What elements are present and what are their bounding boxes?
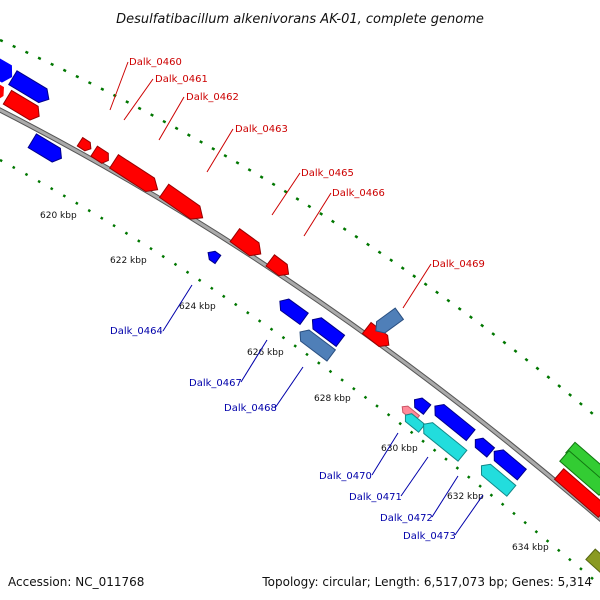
gene-arrow-dalk-0465 (229, 228, 262, 257)
kbp-labels: 620 kbp 622 kbp 624 kbp 626 kbp 628 kbp … (40, 211, 549, 553)
gene-arrow-blue-reverse-c (434, 403, 476, 442)
genome-backbone (0, 107, 600, 523)
gene-label-dalk-0460: Dalk_0460 (129, 57, 182, 68)
gene-arrow-dalk-0464 (207, 250, 222, 265)
gene-label-dalk-0462: Dalk_0462 (186, 92, 239, 103)
gene-arrow-blue-reverse-e (493, 449, 527, 481)
gene-label-dalk-0468: Dalk_0468 (224, 403, 277, 414)
gene-label-dalk-0471: Dalk_0471 (349, 492, 402, 503)
tick-label-620: 620 kbp (40, 211, 77, 221)
gene-arrow-blue-3 (27, 133, 62, 163)
gene-arrow-blue-1 (0, 56, 13, 83)
genome-summary-text: Topology: circular; Length: 6,517,073 bp… (261, 575, 592, 589)
gene-arrow-olive (585, 548, 600, 575)
gene-arrow-green-2 (559, 449, 600, 497)
gene-labels-forward: Dalk_0460 Dalk_0461 Dalk_0462 Dalk_0463 … (129, 57, 485, 270)
inner-tick-ring (0, 158, 600, 586)
gene-label-dalk-0463: Dalk_0463 (235, 124, 288, 135)
gene-arrow-blue-reverse-b (413, 397, 432, 415)
accession-text: Accession: NC_011768 (8, 575, 144, 589)
tick-label-634: 634 kbp (512, 543, 549, 553)
tick-label-632: 632 kbp (447, 492, 484, 502)
outer-tick-ring (0, 38, 600, 421)
map-title: Desulfatibacillum alkenivorans AK-01, co… (116, 12, 484, 27)
leader-lines-forward (109, 61, 432, 309)
tick-label-628: 628 kbp (314, 394, 351, 404)
gene-arrows (0, 56, 600, 575)
gene-label-dalk-0466: Dalk_0466 (332, 188, 385, 199)
gene-arrow-red-right (553, 467, 600, 519)
gene-arrow-dalk-0472 (423, 422, 468, 462)
gene-arrow-red-1 (2, 89, 40, 121)
gene-arrow-dalk-0471 (404, 413, 426, 433)
gene-arrow-dalk-0473 (480, 463, 517, 497)
gene-arrow-blue-reverse-d (474, 437, 496, 458)
gene-arrow-dalk-0468 (299, 329, 337, 362)
gene-arrow-blue-2 (8, 70, 50, 104)
gene-arrow-blue-reverse-a (279, 298, 309, 326)
gene-label-dalk-0464: Dalk_0464 (110, 326, 163, 337)
gene-label-dalk-0465: Dalk_0465 (301, 168, 354, 179)
gene-label-dalk-0473: Dalk_0473 (403, 531, 456, 542)
gene-arrow-dalk-0466 (265, 254, 290, 277)
gene-arrow-dalk-0461 (90, 145, 109, 164)
gene-label-dalk-0470: Dalk_0470 (319, 471, 372, 482)
tick-label-630: 630 kbp (381, 444, 418, 454)
tick-label-626: 626 kbp (247, 348, 284, 358)
gene-arrow-dalk-0462 (108, 153, 159, 193)
gene-arrow-dalk-0463 (158, 183, 204, 220)
leader-lines-reverse (162, 284, 484, 536)
tick-label-624: 624 kbp (179, 302, 216, 312)
gene-arrow-dalk-0460 (76, 136, 92, 152)
gene-arrow-dalk-0467 (311, 317, 346, 348)
gene-label-dalk-0469: Dalk_0469 (432, 259, 485, 270)
gene-arrow-steelblue-b (375, 307, 405, 334)
gene-label-dalk-0472: Dalk_0472 (380, 513, 433, 524)
gene-label-dalk-0461: Dalk_0461 (155, 74, 208, 85)
gene-labels-reverse: Dalk_0464 Dalk_0467 Dalk_0468 Dalk_0470 … (110, 326, 456, 542)
gene-label-dalk-0467: Dalk_0467 (189, 378, 242, 389)
tick-label-622: 622 kbp (110, 256, 147, 266)
